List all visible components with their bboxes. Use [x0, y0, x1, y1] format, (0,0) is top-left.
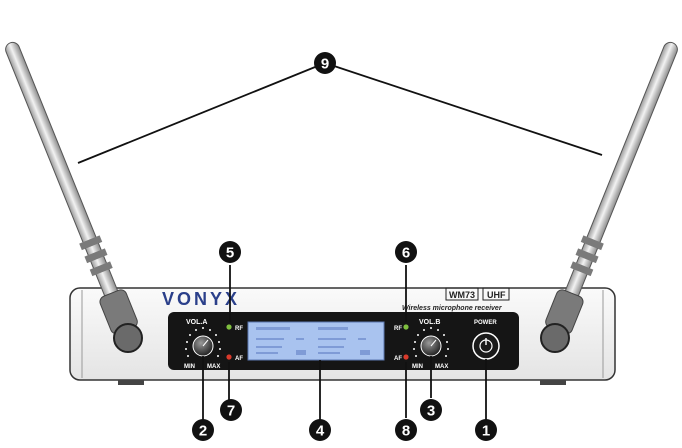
callout-badge-2: 2 — [192, 419, 214, 441]
power-switch[interactable] — [472, 332, 500, 360]
left-antenna — [5, 41, 138, 335]
left-antenna-base — [113, 323, 143, 353]
callout-badge-6: 6 — [395, 241, 417, 263]
vol-b-max-label: MAX — [435, 364, 448, 370]
callout-badge-8: 8 — [395, 419, 417, 441]
svg-text:7: 7 — [227, 403, 235, 420]
vol-b-label: VOL.B — [419, 319, 440, 326]
callout-badge-9: 9 — [314, 52, 336, 74]
right-antenna-base — [540, 323, 570, 353]
right-antenna — [545, 41, 678, 335]
vol-a-max-label: MAX — [207, 364, 220, 370]
vol-a-label: VOL.A — [186, 319, 207, 326]
svg-text:1: 1 — [482, 423, 490, 440]
lcd-segments — [256, 327, 370, 355]
svg-text:5: 5 — [226, 245, 234, 262]
svg-text:4: 4 — [316, 423, 325, 440]
svg-text:3: 3 — [427, 403, 435, 420]
rf-a-led — [226, 324, 232, 330]
callout-badge-3: 3 — [420, 399, 442, 421]
vol-a-scale — [185, 327, 221, 357]
band-label: UHF — [487, 290, 506, 300]
vol-b-min-label: MIN — [412, 364, 423, 370]
rf-b-label: RF — [394, 326, 402, 332]
svg-text:2: 2 — [199, 423, 207, 440]
svg-text:9: 9 — [321, 56, 329, 73]
power-label: POWER — [474, 320, 497, 326]
callout-lines — [77, 62, 603, 420]
rf-b-led — [403, 324, 409, 330]
vol-a-min-label: MIN — [184, 364, 195, 370]
model-label: WM73 — [449, 290, 475, 300]
callout-badge-5: 5 — [219, 241, 241, 263]
vol-b-scale — [413, 327, 449, 357]
brand-logo: VONYX — [162, 289, 240, 309]
af-a-label: AF — [235, 356, 243, 362]
af-b-led — [403, 354, 409, 360]
description-label: Wireless microphone receiver — [402, 305, 503, 312]
af-b-label: AF — [394, 356, 402, 362]
svg-text:6: 6 — [402, 245, 410, 262]
callout-badge-7: 7 — [220, 399, 242, 421]
callout-badge-4: 4 — [309, 419, 331, 441]
rf-a-label: RF — [235, 326, 243, 332]
svg-text:8: 8 — [402, 423, 410, 440]
callout-badge-1: 1 — [475, 419, 497, 441]
af-a-led — [226, 354, 232, 360]
